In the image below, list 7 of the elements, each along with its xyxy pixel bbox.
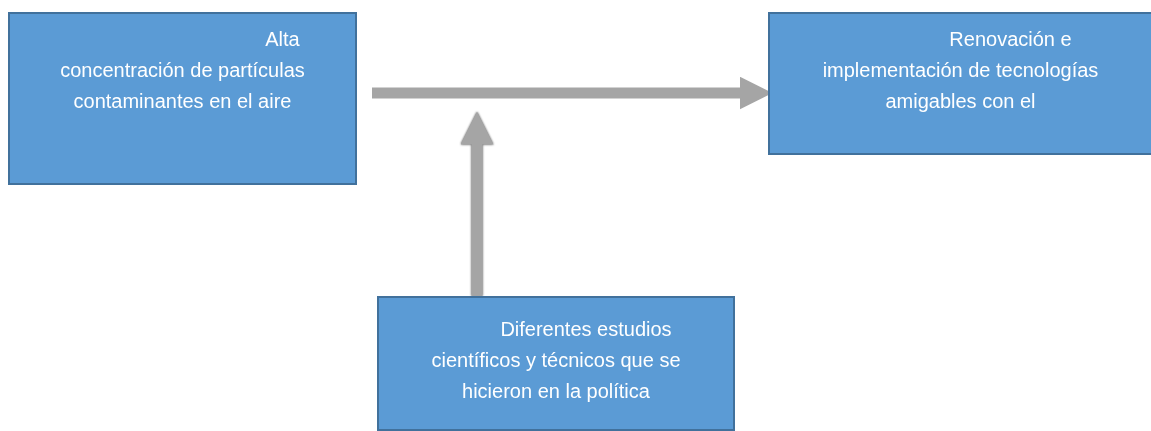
process-box (768, 12, 1151, 155)
box-text: Diferentes estudios científicos y técnicos que se hicieron en la política (430, 317, 682, 404)
box-text: Alta concentración de partículas contaminantes en el aire (59, 27, 306, 114)
arrow (460, 111, 494, 296)
process-box (377, 296, 735, 431)
box-text: Renovación e implementación de tecnologías amigables con el (821, 27, 1100, 114)
process-box (8, 12, 357, 185)
